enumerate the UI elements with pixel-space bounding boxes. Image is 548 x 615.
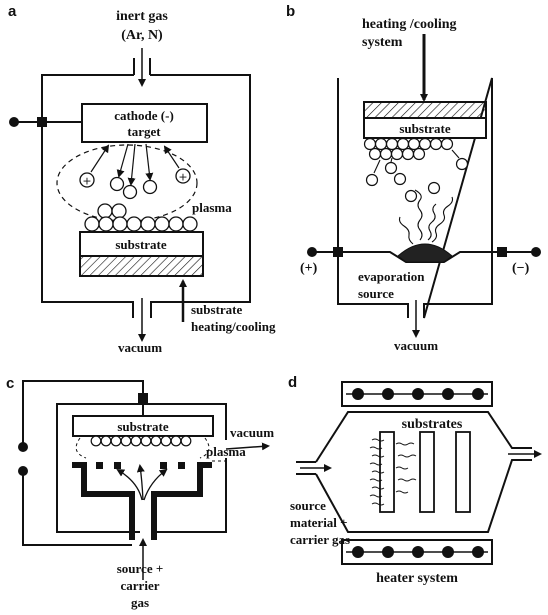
cathode-target: [81, 103, 208, 143]
polarity-plus: (+): [300, 261, 318, 276]
ion: [175, 168, 191, 184]
ion: [79, 172, 95, 188]
plasma-cloud: [56, 144, 198, 222]
panel-b: b heating /cooling system substrate: [286, 3, 541, 353]
evaporation-label-1: evaporation: [358, 269, 425, 284]
evaporation-label-2: source: [358, 286, 394, 301]
substrate: [72, 415, 214, 437]
vacuum-label: vacuum: [118, 340, 162, 355]
panel-d: d substrates source mater: [288, 374, 542, 586]
deposited-film: [90, 435, 192, 447]
substrate-label: substrate: [115, 237, 167, 252]
heating-label-2: heating/cooling: [191, 319, 276, 334]
vacuum-label: vacuum: [394, 338, 438, 353]
panel-d-letter: d: [288, 374, 297, 391]
source-label-1: source: [290, 498, 326, 513]
sputtered-atom: [122, 184, 138, 200]
nozzle-right: [151, 462, 212, 540]
sputtered-atom: [109, 176, 125, 192]
heating-system-label-1: heating /cooling: [362, 17, 457, 32]
vacuum-label: vacuum: [230, 425, 274, 440]
substrate: [79, 231, 204, 257]
heater-elements-bottom: [352, 546, 484, 558]
gas-flow-arrows: [116, 464, 168, 501]
vacuum-arrow: [225, 442, 270, 451]
reactor-tube: [315, 411, 532, 533]
heater-system-label: heater system: [376, 571, 458, 586]
evaporant-material: [397, 243, 453, 263]
source-label-3: carrier gas: [290, 532, 350, 547]
evaporation-chamber-wall: [337, 77, 493, 319]
source-label-3: gas: [131, 595, 149, 610]
feedthrough: [138, 393, 148, 403]
substrate-plate: [455, 431, 471, 513]
panel-c-letter: c: [6, 375, 14, 392]
heater-elements-top: [352, 388, 484, 400]
plasma-boundary: [75, 437, 210, 459]
terminal-dot: [18, 442, 28, 452]
source-label-2: material +: [290, 515, 348, 530]
polarity-minus: (−): [512, 261, 530, 276]
evaporated-atoms: [365, 157, 469, 203]
panel-c: c substrate vacuum plasma: [6, 375, 274, 610]
substrates-label: substrates: [402, 417, 463, 432]
svg-text:+: +: [178, 171, 187, 184]
panel-a-letter: a: [8, 3, 17, 20]
svg-text:+: +: [82, 175, 91, 188]
terminal-dot: [9, 117, 19, 127]
cvd-chamber-wall: [56, 403, 227, 533]
target-label: target: [127, 124, 161, 139]
ion-path: [163, 145, 180, 169]
inert-gas-label: inert gas: [116, 9, 168, 24]
feedthrough-left: [333, 247, 343, 257]
heating-label-1: substrate: [191, 302, 243, 317]
atom-trajectories: [373, 149, 460, 245]
source-label-2: carrier: [121, 578, 160, 593]
cathode-label: cathode (-): [114, 108, 174, 123]
sputter-chamber-wall: [41, 74, 251, 318]
deposited-film: [363, 137, 454, 161]
substrate-plate: [379, 431, 395, 513]
deposited-film: [84, 203, 198, 232]
substrate-holder: [79, 255, 204, 277]
sputtered-atom: [142, 179, 158, 195]
deposit-texture: [369, 438, 417, 506]
heating-system-label-2: system: [362, 35, 403, 50]
terminal-negative: [531, 247, 541, 257]
plasma-label: plasma: [206, 444, 246, 459]
circuit-wire-bottom: [22, 473, 132, 546]
substrate-label: substrate: [117, 419, 169, 434]
nozzle-left: [72, 462, 135, 540]
terminal-dot: [18, 466, 28, 476]
panel-a: a inert gas (Ar, N) cathode (-) target p…: [8, 3, 276, 355]
feedthrough-right: [497, 247, 507, 257]
substrate-holder: [363, 101, 487, 119]
source-label-1: source +: [117, 561, 164, 576]
circuit-wire-top: [22, 380, 144, 445]
electrode-grid: [96, 462, 185, 469]
substrate-label: substrate: [399, 121, 451, 136]
feedthrough: [37, 117, 47, 127]
substrate-plate: [419, 431, 435, 513]
terminal-positive: [307, 247, 317, 257]
ion-path: [90, 144, 110, 173]
inert-gas-formula: (Ar, N): [121, 28, 163, 43]
plasma-label: plasma: [192, 200, 232, 215]
panel-b-letter: b: [286, 3, 295, 20]
